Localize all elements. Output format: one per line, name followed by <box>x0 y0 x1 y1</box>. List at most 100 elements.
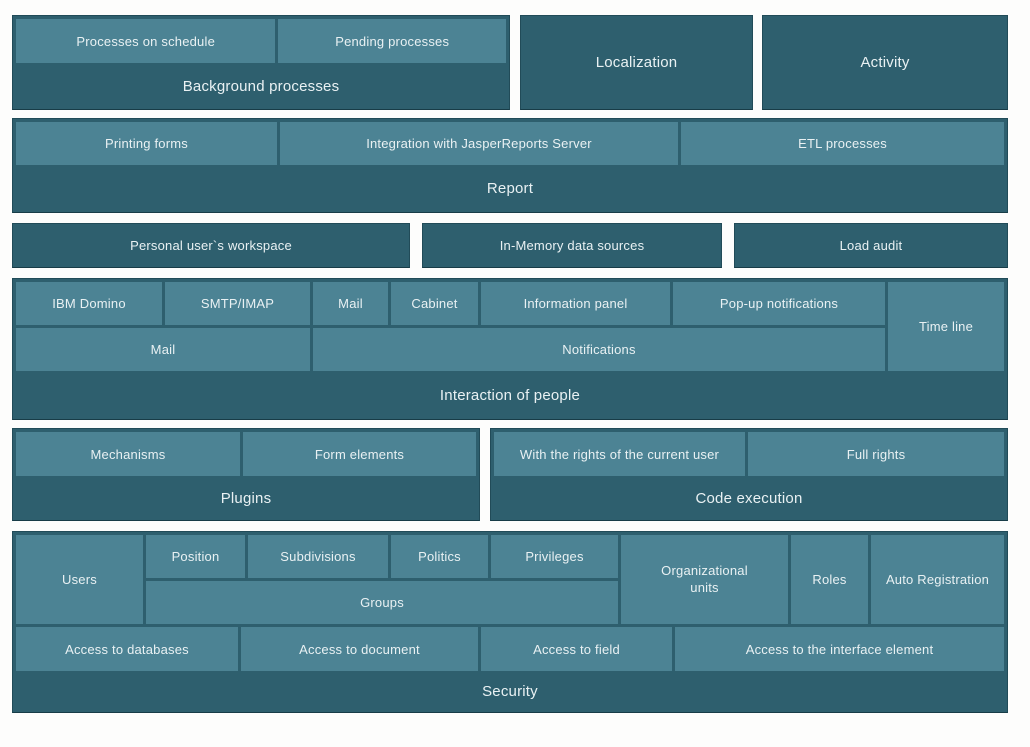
tile-label: Politics <box>418 549 461 564</box>
block-background-processes: Processes on schedule Pending processes … <box>12 15 510 110</box>
tile-label: Full rights <box>846 446 906 462</box>
block-title-in-memory-sources: In-Memory data sources <box>426 227 718 264</box>
tile-smtp-imap: SMTP/IMAP <box>165 282 310 325</box>
block-title-label: Activity <box>860 54 910 71</box>
tile-popup-notifications: Pop-up notifications <box>673 282 885 325</box>
interaction-subrow-1: IBM Domino SMTP/IMAP Mail Cabinet Inform… <box>16 282 885 325</box>
block-title-label: Load audit <box>839 238 903 253</box>
block-title-activity: Activity <box>766 19 1004 106</box>
tile-cabinet: Cabinet <box>391 282 478 325</box>
block-title-label: In-Memory data sources <box>499 238 645 253</box>
tile-label: With the rights of the current user <box>519 446 720 462</box>
block-code-execution: With the rights of the current user Full… <box>490 428 1008 521</box>
block-title-label: Localization <box>595 54 678 71</box>
block-title-label: Report <box>486 180 534 197</box>
tile-label: Auto Registration <box>885 572 990 587</box>
block-in-memory-sources: In-Memory data sources <box>422 223 722 268</box>
tile-label: Privileges <box>525 549 584 564</box>
tile-label: Organizational units <box>661 563 748 595</box>
tile-label: Access to databases <box>65 641 189 657</box>
tile-time-line: Time line <box>888 282 1004 371</box>
interaction-subrow-2: Mail Notifications <box>16 328 885 371</box>
block-title-security: Security <box>16 674 1004 709</box>
block-security: Users Position Subdivisions Politics Pri… <box>12 531 1008 713</box>
block-title-label: Code execution <box>695 489 803 507</box>
tile-etl-processes: ETL processes <box>681 122 1004 165</box>
security-subrow-1: Position Subdivisions Politics Privilege… <box>146 535 618 578</box>
tile-form-elements: Form elements <box>243 432 476 476</box>
security-access-row: Access to databases Access to document A… <box>16 627 1004 671</box>
tile-information-panel: Information panel <box>481 282 670 325</box>
tile-label: Pending processes <box>335 33 450 49</box>
security-top-area: Users Position Subdivisions Politics Pri… <box>16 535 1004 624</box>
tile-label: IBM Domino <box>52 296 126 311</box>
tile-jasperreports-integration: Integration with JasperReports Server <box>280 122 678 165</box>
tile-label: Notifications <box>562 342 636 357</box>
tile-current-user-rights: With the rights of the current user <box>494 432 745 476</box>
block-title-personal-workspace: Personal user`s workspace <box>16 227 406 264</box>
block-plugins: Mechanisms Form elements Plugins <box>12 428 480 521</box>
tile-processes-on-schedule: Processes on schedule <box>16 19 276 63</box>
tile-ibm-domino: IBM Domino <box>16 282 162 325</box>
tile-label: Integration with JasperReports Server <box>366 136 592 151</box>
tile-label: Access to document <box>299 641 420 657</box>
tile-label: Processes on schedule <box>76 33 216 49</box>
background-processes-children: Processes on schedule Pending processes <box>16 19 506 63</box>
tile-groups: Groups <box>146 581 618 624</box>
tile-full-rights: Full rights <box>748 432 1004 476</box>
tile-users: Users <box>16 535 143 624</box>
tile-label: Printing forms <box>105 136 188 151</box>
block-report: Printing forms Integration with JasperRe… <box>12 118 1008 213</box>
tile-access-to-document: Access to document <box>241 627 478 671</box>
tile-subdivisions: Subdivisions <box>248 535 388 578</box>
tile-notifications-group: Notifications <box>313 328 885 371</box>
tile-label: Access to the interface element <box>745 641 934 657</box>
tile-auto-registration: Auto Registration <box>871 535 1004 624</box>
block-load-audit: Load audit <box>734 223 1008 268</box>
tile-mail-group: Mail <box>16 328 310 371</box>
tile-organizational-units: Organizational units <box>621 535 788 624</box>
block-personal-workspace: Personal user`s workspace <box>12 223 410 268</box>
block-title-label: Personal user`s workspace <box>130 238 292 253</box>
tile-label: Pop-up notifications <box>719 296 839 311</box>
block-title-load-audit: Load audit <box>738 227 1004 264</box>
tile-label: Roles <box>812 572 847 587</box>
tile-privileges: Privileges <box>491 535 618 578</box>
tile-label: Groups <box>360 595 404 610</box>
tile-label: Mail <box>150 342 176 357</box>
block-title-label: Security <box>482 683 538 700</box>
tile-label: Position <box>171 549 220 564</box>
interaction-left-area: IBM Domino SMTP/IMAP Mail Cabinet Inform… <box>16 282 885 371</box>
tile-roles: Roles <box>791 535 868 624</box>
tile-label: Cabinet <box>411 296 458 311</box>
tile-politics: Politics <box>391 535 488 578</box>
block-title-background-processes: Background processes <box>16 66 506 106</box>
block-title-code-execution: Code execution <box>494 479 1004 517</box>
tile-label: Subdivisions <box>280 549 356 564</box>
report-children: Printing forms Integration with JasperRe… <box>16 122 1004 165</box>
tile-position: Position <box>146 535 245 578</box>
block-title-label: Plugins <box>220 489 272 507</box>
tile-access-to-field: Access to field <box>481 627 672 671</box>
tile-label: Mechanisms <box>90 446 166 462</box>
block-title-report: Report <box>16 168 1004 209</box>
tile-access-to-interface-element: Access to the interface element <box>675 627 1004 671</box>
block-title-interaction-of-people: Interaction of people <box>16 374 1004 416</box>
block-activity: Activity <box>762 15 1008 110</box>
code-execution-children: With the rights of the current user Full… <box>494 432 1004 476</box>
block-localization: Localization <box>520 15 753 110</box>
block-title-localization: Localization <box>524 19 749 106</box>
tile-printing-forms: Printing forms <box>16 122 277 165</box>
interaction-children: IBM Domino SMTP/IMAP Mail Cabinet Inform… <box>16 282 1004 371</box>
block-interaction-of-people: IBM Domino SMTP/IMAP Mail Cabinet Inform… <box>12 278 1008 420</box>
tile-label: Mail <box>338 296 363 311</box>
tile-label: Form elements <box>314 446 405 462</box>
tile-label: ETL processes <box>798 136 887 151</box>
tile-pending-processes: Pending processes <box>278 19 506 63</box>
tile-access-to-databases: Access to databases <box>16 627 238 671</box>
tile-label: Information panel <box>523 296 628 311</box>
block-title-label: Background processes <box>182 77 340 95</box>
block-title-plugins: Plugins <box>16 479 476 517</box>
block-title-label: Interaction of people <box>439 386 581 404</box>
